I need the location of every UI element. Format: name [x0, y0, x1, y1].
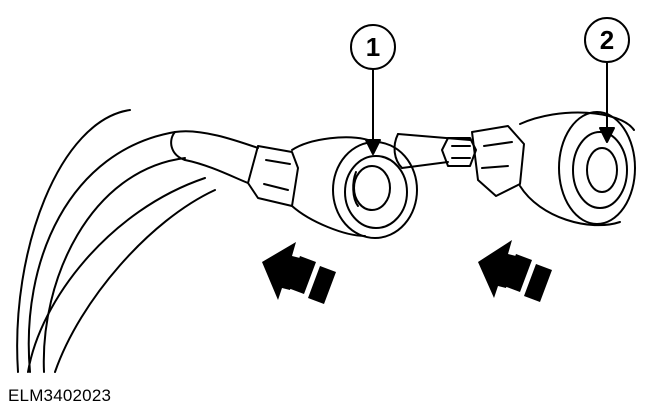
callout-1	[350, 24, 396, 155]
push-arrow-2-icon	[478, 240, 552, 302]
hose-2	[471, 111, 636, 227]
callout-1-label: 1	[366, 32, 380, 62]
hose-1	[170, 130, 418, 239]
hose-2-stub	[393, 133, 477, 169]
callout-2-label: 2	[600, 25, 614, 55]
push-arrow-1-icon	[262, 242, 336, 304]
figure-code: ELM3402023	[8, 386, 112, 405]
callout-2	[584, 17, 630, 143]
background-hose-lines	[16, 109, 216, 373]
